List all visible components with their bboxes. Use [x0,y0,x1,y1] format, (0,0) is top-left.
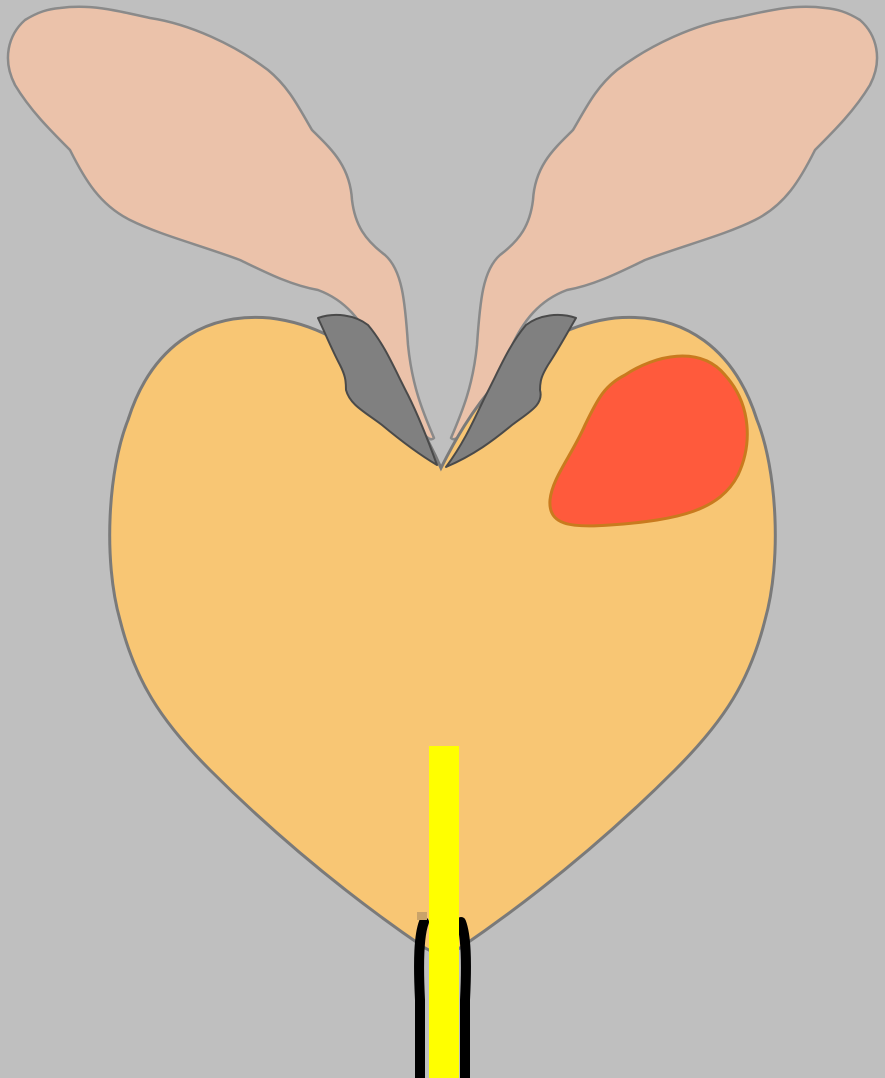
urethral-sheath-left-wall [419,922,424,1078]
urethral-sheath-right-wall [461,922,466,1078]
urethra [429,746,459,1078]
urethral-sheath-tan-edge [417,912,427,920]
